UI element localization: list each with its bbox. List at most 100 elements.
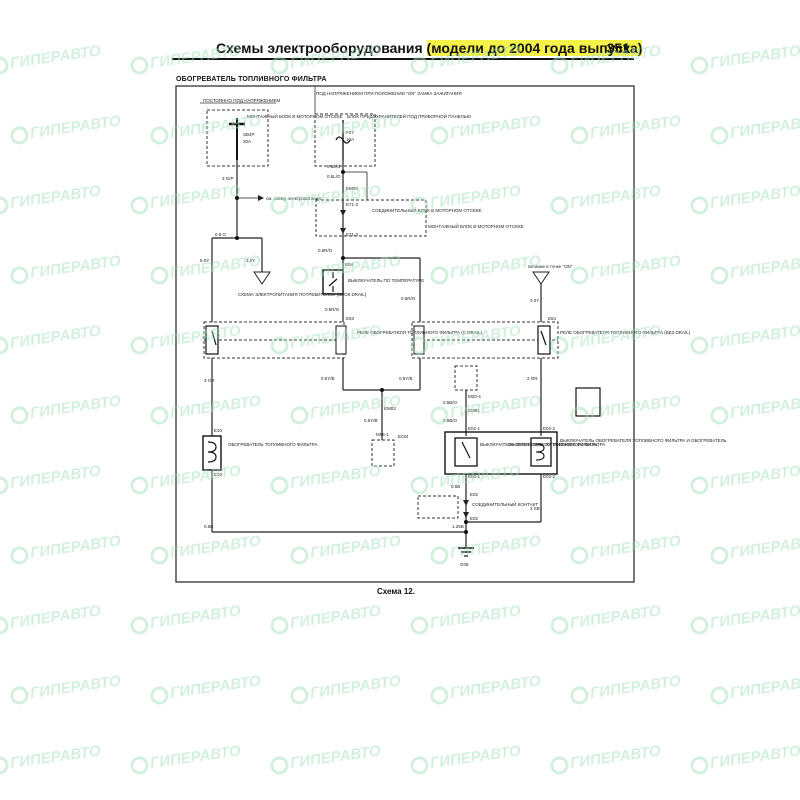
heater-left-coil [207, 441, 217, 463]
watermark-ring-icon [149, 405, 170, 426]
label-fuse-right-top: ПОД НАПРЯЖЕНИЕМ ПРИ ПОЛОЖЕНИИ "ON" ЗАМКА… [316, 91, 462, 96]
label-fuse-left-id: SB4P [243, 132, 255, 137]
watermark-ring-icon [9, 125, 30, 146]
watermark-ring-icon [549, 755, 570, 776]
fuse-box-right [314, 113, 376, 167]
label-w-05yb2: 0.5Y/B [399, 376, 413, 381]
header-title-highlight: (модели до 2004 года выпуска) [426, 40, 643, 56]
junction-dot [341, 170, 345, 174]
label-w-05rg: 0.5R/G [325, 307, 340, 312]
header-title-main: Схемы электрооборудования [216, 40, 427, 56]
label-w-05b: 0.5B [451, 484, 460, 489]
watermark-ring-icon [569, 685, 590, 706]
label-w-3gp: 3 G/P [222, 176, 234, 181]
relay-e64-coil-end [413, 325, 425, 355]
label-w-05bo2: 0.5B/O [443, 418, 458, 423]
label-w-3gy: 3.0Y [246, 258, 255, 263]
arrow-left-branch [258, 195, 264, 201]
label-heater-sw-desc: ВЫКЛЮЧАТЕЛЬ ОБОГРЕВАТЕЛЯ ТОПЛИВНОГО ФИЛЬ… [560, 438, 727, 443]
watermark-ring-icon [129, 475, 150, 496]
watermark-ring-icon [409, 475, 430, 496]
arrow-e71 [340, 210, 346, 216]
watermark-ring-icon [689, 475, 710, 496]
label-c-e63: E63 [346, 316, 355, 321]
label-c-e71-3: E71-3 [346, 232, 359, 237]
watermark-ring-icon [429, 545, 450, 566]
watermark-ring-icon [149, 265, 170, 286]
watermark-ring-icon [709, 265, 730, 286]
watermark-ring-icon [269, 55, 290, 76]
label-heater-box: ОБОГРЕВАТЕЛЬ ТОПЛИВНОГО ФИЛЬТРА [508, 442, 597, 447]
empty-box-right [575, 387, 601, 417]
label-c-e02-2: E02-2 [543, 426, 556, 431]
label-ref-note: питание в точке "ON" [528, 264, 573, 269]
label-c-e10: E10 [214, 428, 223, 433]
relay-e64-blade [540, 330, 547, 346]
label-c-e02-1b: E02-1 [468, 474, 481, 479]
watermark-ring-icon [429, 685, 450, 706]
watermark-ring-icon [289, 545, 310, 566]
watermark-ring-icon [429, 405, 450, 426]
watermark-ring-icon [0, 755, 10, 776]
label-w-5gy: 5.0Y [200, 258, 209, 263]
label-conn-small: СОЕДИНИТЕЛЬНЫЙ КОНТАКТ [472, 500, 538, 507]
watermark-ring-icon [9, 545, 30, 566]
label-c-e02-1: E02-1 [468, 426, 481, 431]
watermark-ring-icon [409, 335, 430, 356]
watermark-ring-icon [0, 615, 10, 636]
watermark-ring-icon [709, 405, 730, 426]
label-relay-desc: РЕЛЕ ОБОГРЕВАТЕЛЯ ТОПЛИВНОГО ФИЛЬТРА (С … [357, 330, 482, 335]
label-fuse-left-rating: 30A [243, 139, 251, 144]
relay-e63-coil-end [335, 325, 347, 355]
header-rule [172, 58, 634, 60]
watermark-ring-icon [429, 125, 450, 146]
label-fuse-right-rating: 10A [346, 137, 354, 142]
page-number: 351 [606, 40, 630, 56]
watermark-ring-icon [569, 405, 590, 426]
label-fuse-box-left: ПОСТОЯННО ПОД НАПРЯЖЕНИЕМ [203, 98, 280, 103]
label-fuse-right-desc: БЛОК ПРЕДОХРАНИТЕЛЕЙ ПОД ПРИБОРНОЙ ПАНЕЛ… [347, 112, 472, 119]
label-c-em01: EM01 [468, 408, 480, 413]
label-w-05lo: 0.5L/O [327, 164, 341, 169]
watermark-ring-icon [549, 335, 570, 356]
watermark-ring-icon [409, 755, 430, 776]
watermark-ring-icon [709, 125, 730, 146]
m20-box [454, 365, 478, 391]
watermark-ring-icon [9, 685, 30, 706]
junction-dot [464, 520, 468, 524]
ground-triangle-left [253, 271, 271, 285]
label-w-05b2: 0.5B [204, 524, 213, 529]
watermark-ring-icon [129, 195, 150, 216]
watermark-ring-icon [9, 265, 30, 286]
label-w-05yb: 0.5Y/B [321, 376, 335, 381]
heater-box-inner [530, 437, 552, 467]
label-c-e02: E02 [470, 492, 479, 497]
watermark-ring-icon [689, 195, 710, 216]
watermark-ring-icon [549, 475, 570, 496]
label-w-2or: 2 OR [527, 376, 538, 381]
watermark-ring-icon [549, 615, 570, 636]
diagram-title: ОБОГРЕВАТЕЛЬ ТОПЛИВНОГО ФИЛЬТРА [176, 76, 327, 83]
junction-dot [341, 256, 345, 260]
watermark-ring-icon [569, 545, 590, 566]
label-c-m56: M56-1 [376, 432, 389, 437]
label-c-e64: E64 [548, 316, 557, 321]
watermark-ring-icon [149, 125, 170, 146]
watermark-ring-icon [129, 55, 150, 76]
watermark-ring-icon [569, 125, 590, 146]
watermark-ring-icon [289, 405, 310, 426]
watermark-ring-icon [689, 55, 710, 76]
label-w-05lo-b: 0.5L/O [327, 174, 341, 179]
label-ground-note: СХЕМА ЭЛЕКТРОПИТАНИЯ ПОТРЕБИТЕЛЕЙ (БЛОК … [238, 290, 367, 297]
watermark-ring-icon [129, 615, 150, 636]
label-c-em03b: EM03 [384, 406, 396, 411]
junction-dot [464, 530, 468, 534]
label-w-2sb: 2 SB [530, 506, 540, 511]
watermark-ring-icon [0, 55, 10, 76]
diagram-caption: Схема 12. [377, 587, 415, 596]
junction-dot [235, 236, 239, 240]
watermark-ring-icon [0, 195, 10, 216]
label-c-m20: M20-4 [468, 394, 481, 399]
watermark-ring-icon [149, 545, 170, 566]
